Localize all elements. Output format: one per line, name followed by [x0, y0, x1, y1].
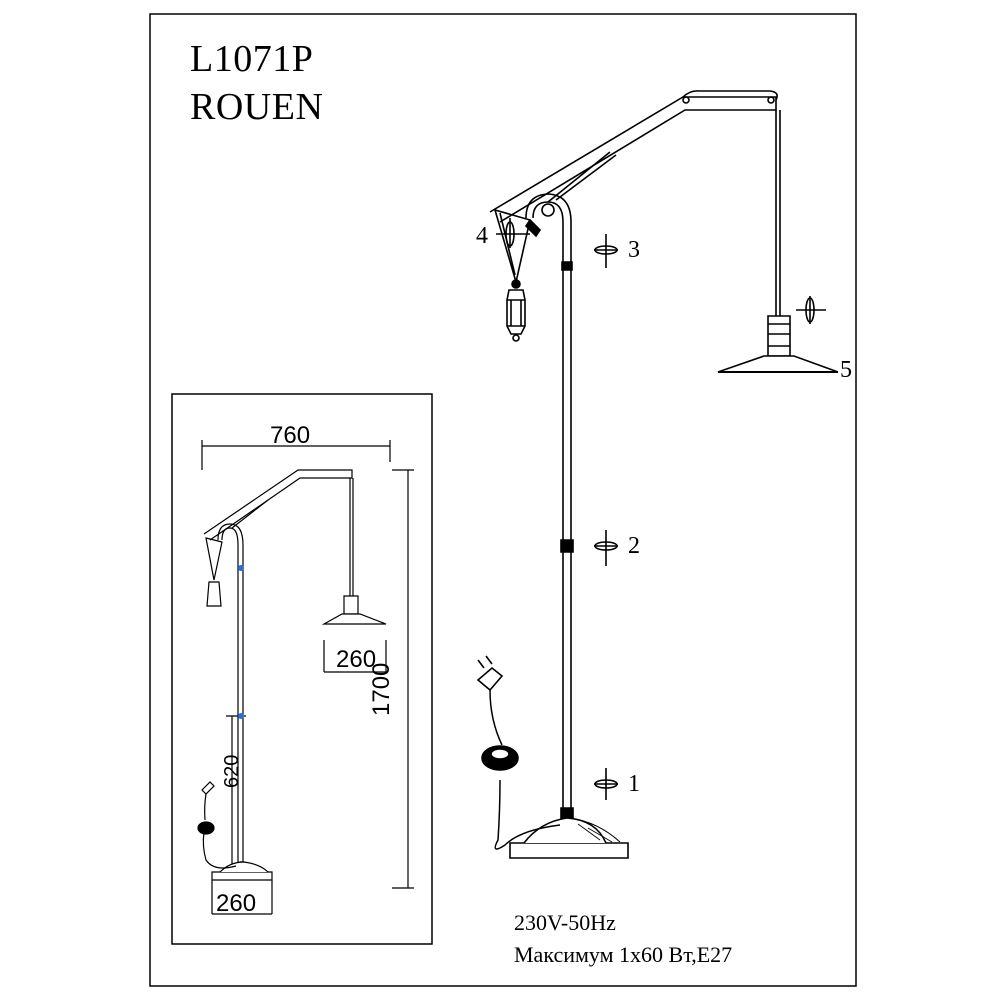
callout-3: 3	[628, 237, 640, 263]
model-number: L1071P	[190, 38, 314, 80]
dim-line-760	[201, 440, 391, 470]
callout-2: 2	[628, 533, 640, 559]
sheet-border	[149, 13, 857, 987]
callout-4: 4	[476, 223, 488, 249]
dim-line-1700	[392, 469, 414, 889]
callout-1: 1	[628, 771, 640, 797]
callout-5: 5	[840, 357, 852, 383]
pendant-wire	[775, 110, 781, 316]
dim-shade-diameter: 260	[336, 646, 377, 673]
power-cable	[489, 689, 561, 850]
lamp-socket	[767, 315, 791, 357]
dim-line-shade	[323, 640, 387, 673]
lamp-arm	[489, 96, 777, 223]
axis-marker-2	[594, 530, 618, 566]
main-lamp-drawing	[476, 90, 839, 859]
dim-base-width: 260	[216, 890, 257, 917]
counterweight	[506, 289, 526, 335]
dim-arm-reach: 760	[270, 422, 311, 449]
axis-marker-4	[496, 218, 530, 248]
dim-line-base	[211, 880, 273, 915]
lamp-shade	[717, 355, 839, 373]
model-name: ROUEN	[190, 86, 324, 128]
spec-voltage: 230V-50Hz	[514, 910, 616, 935]
axis-marker-5	[796, 296, 826, 324]
spec-max-power: Максимум 1x60 Вт,E27	[514, 942, 733, 967]
lamp-base	[509, 842, 629, 859]
lamp-pole	[562, 262, 572, 815]
dimension-drawing	[197, 440, 414, 915]
axis-marker-1	[594, 768, 618, 800]
dimension-inset-frame	[171, 393, 433, 945]
dim-lower-tube: 620	[221, 754, 243, 788]
axis-marker-3	[594, 234, 618, 268]
plug	[476, 666, 504, 692]
